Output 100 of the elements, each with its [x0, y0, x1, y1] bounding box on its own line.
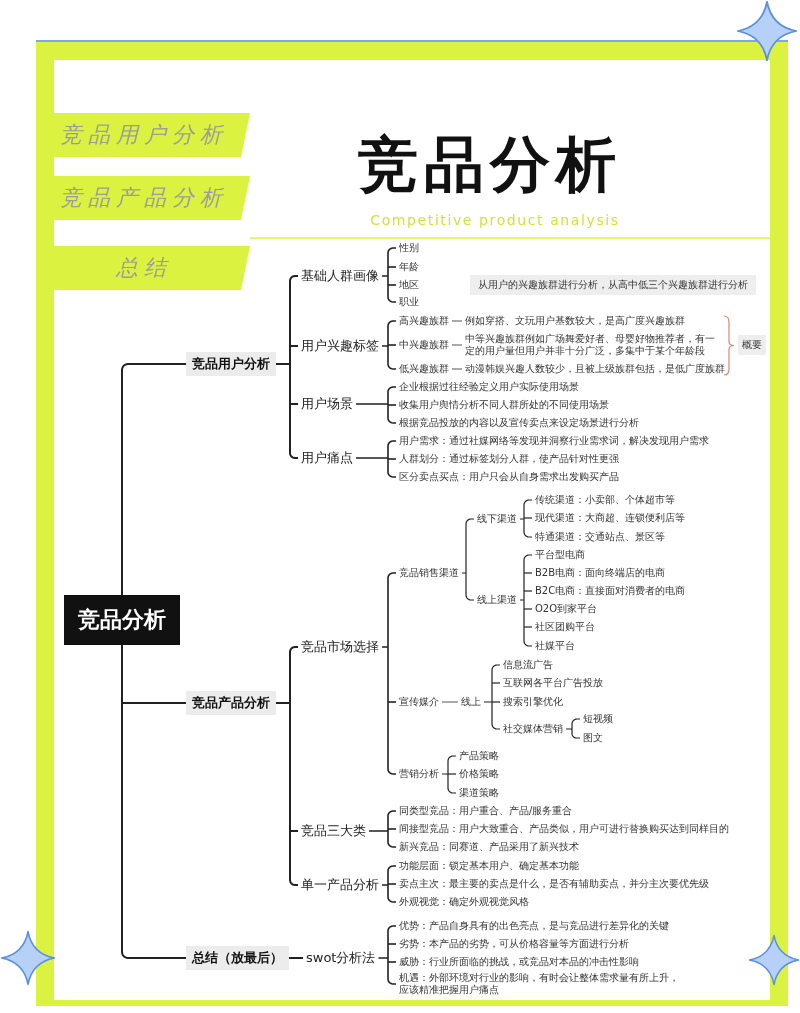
topic-label: 社交媒体营销	[500, 723, 566, 735]
topic-label: 渠道策略	[456, 787, 502, 799]
connector-line	[289, 345, 299, 347]
topic-label: 收集用户舆情分析不同人群所处的不同使用场景	[396, 399, 612, 411]
topic-label: 现代渠道：大商超、连锁便利店等	[532, 512, 688, 524]
connector-line	[451, 344, 463, 346]
topic-label: 外观视觉：确定外观视觉风格	[396, 896, 532, 908]
topic-label: 劣势：本产品的劣势，可从价格容量等方面进行分析	[396, 938, 632, 950]
connector-line	[523, 572, 533, 574]
main-topic: 总结（放最后）	[186, 946, 289, 970]
topic-label: 线下渠道	[474, 513, 520, 525]
topic-label: B2B电商：面向终端店的电商	[532, 567, 669, 579]
topic-label: 低兴趣族群	[396, 363, 452, 375]
topic-label: 卖点主次：最主要的卖点是什么，是否有辅助卖点，并分主次要优先级	[396, 878, 712, 890]
subtopic-label: 竞品市场选择	[298, 639, 382, 655]
topic-label: 特通渠道：交通站点、景区等	[532, 531, 668, 543]
connector-line	[387, 701, 397, 703]
subtopic-label: 竞品三大类	[298, 823, 369, 839]
subtopic-label: swot分析法	[303, 950, 379, 966]
connector-line	[387, 284, 397, 286]
connector-line	[355, 386, 397, 424]
connector-line	[519, 554, 533, 647]
subtopic-label: 用户场景	[298, 396, 356, 412]
topic-label: 线上渠道	[474, 594, 520, 606]
topic-label: 社区团购平台	[532, 621, 598, 633]
connector-line	[387, 458, 397, 460]
topic-label: 图文	[580, 732, 606, 744]
connector-line	[461, 518, 475, 601]
topic-label: 职业	[396, 296, 422, 308]
connector-line	[121, 702, 187, 704]
topic-label: 区分卖点买点：用户只会从自身需求出发购买产品	[396, 471, 622, 483]
connector-line	[368, 810, 397, 848]
topic-label: 竞品销售渠道	[396, 567, 462, 579]
connector-line	[381, 320, 397, 370]
connector-line	[441, 701, 459, 703]
topic-label: 产品策略	[456, 750, 502, 762]
connector-line	[491, 701, 501, 703]
connector-line	[451, 368, 463, 370]
connector-line	[519, 499, 533, 538]
topic-label: 宣传媒介	[396, 696, 442, 708]
topic-label: 传统渠道：小卖部、个体超市等	[532, 494, 678, 506]
topic-label: 营销分析	[396, 768, 442, 780]
topic-label: 互联网各平台广告投放	[500, 677, 606, 689]
connector-line	[491, 682, 501, 684]
connector-line	[377, 925, 397, 985]
subtopic-label: 用户痛点	[298, 450, 356, 466]
topic-label: 短视频	[580, 713, 616, 725]
connector-line	[275, 646, 299, 886]
topic-label: 功能层面：锁定基本用户、确定基本功能	[396, 860, 582, 872]
connector-line	[441, 755, 457, 794]
topic-label: 中等兴趣族群例如广场舞爱好者、母婴好物推荐者，有一定的用户量但用户并非十分广泛，多集中于某个年龄段	[462, 333, 720, 357]
connector-line	[447, 773, 457, 775]
topic-label: 新兴竞品：同赛道、产品采用了新兴技术	[396, 841, 582, 853]
connector-line	[387, 943, 397, 945]
topic-label: 高兴趣族群	[396, 315, 452, 327]
connector-line	[387, 828, 397, 830]
topic-label: 社媒平台	[532, 640, 578, 652]
connector-line	[289, 403, 299, 405]
topic-label: 间接型竞品：用户大致重合、产品类似，用户可进行替换购买达到同样目的	[396, 823, 732, 835]
topic-label: 信息流广告	[500, 659, 556, 671]
root-topic: 竞品分析	[64, 595, 180, 645]
page-title: 竞品分析	[357, 128, 623, 200]
topic-label: 例如穿搭、文玩用户基数较大，是高广度兴趣族群	[462, 315, 688, 327]
topic-label: 中兴趣族群	[396, 339, 452, 351]
connector-line	[523, 626, 533, 628]
connector-line	[523, 590, 533, 592]
topic-label: 优势：产品自身具有的出色亮点，是与竞品进行差异化的关键	[396, 920, 672, 932]
topic-label: 价格策略	[456, 768, 502, 780]
subtopic-label: 用户兴趣标签	[298, 338, 382, 354]
main-topic: 竞品产品分析	[186, 691, 276, 715]
connector-line	[523, 608, 533, 610]
topic-label: 企业根据过往经验定义用户实际使用场景	[396, 381, 582, 393]
topic-label: 同类型竞品：用户重合、产品/服务重合	[396, 805, 576, 817]
connector-line	[381, 865, 397, 903]
main-topic: 竞品用户分析	[186, 352, 276, 376]
topic-label: 性别	[396, 242, 422, 254]
topic-label: 威胁：行业所面临的挑战，或竞品对本品的冲击性影响	[396, 956, 642, 968]
topic-label: O2O到家平台	[532, 603, 601, 615]
subtopic-label: 单一产品分析	[298, 877, 382, 893]
topic-label: 用户需求：通过社媒网络等发现并洞察行业需求词，解决发现用户需求	[396, 435, 712, 447]
connector-line	[355, 440, 397, 478]
connector-line	[121, 363, 187, 596]
connector-line	[565, 718, 581, 739]
topic-label: 搜索引擎优化	[500, 696, 566, 708]
topic-label: 线上	[458, 696, 484, 708]
summary-tag: 概要	[738, 335, 766, 355]
topic-label: 动漫韩娱兴趣人数较少，且被上级族群包括，是低广度族群	[462, 363, 728, 375]
topic-label: 人群划分：通过标签划分人群，使产品针对性更强	[396, 453, 622, 465]
connector-line	[381, 247, 397, 303]
note-box: 从用户的兴趣族群进行分析，从高中低三个兴趣族群进行分析	[470, 275, 756, 295]
connector-line	[387, 344, 397, 346]
connector-line	[387, 961, 397, 963]
subtitle: Competitive product analysis	[369, 211, 621, 229]
connector-line	[387, 266, 397, 268]
subtopic-label: 基础人群画像	[298, 268, 382, 284]
topic-label: 机遇：外部环境对行业的影响，有时会让整体需求量有所上升，应该精准把握用户痛点	[396, 972, 686, 996]
topic-label: 根据竞品投放的内容以及宣传卖点来设定场景进行分析	[396, 417, 642, 429]
connector-line	[289, 830, 299, 832]
topic-label: 地区	[396, 279, 422, 291]
connector-line	[288, 957, 304, 959]
